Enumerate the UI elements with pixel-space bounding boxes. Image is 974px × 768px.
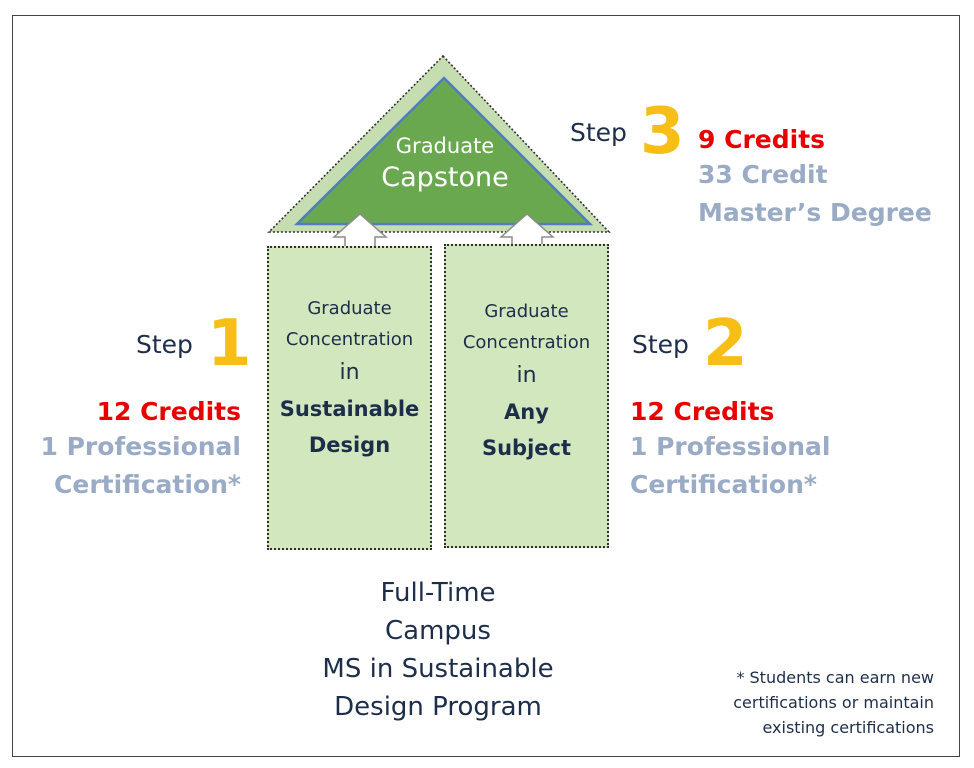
step-1-detail-line-2: Certification* bbox=[54, 470, 241, 499]
step-3-detail-line-2: Master’s Degree bbox=[698, 198, 932, 227]
roof-line-2: Capstone bbox=[381, 162, 509, 193]
roof-label: Graduate Capstone bbox=[355, 132, 535, 196]
step-1-number: 1 bbox=[207, 307, 252, 381]
pillar-2-line-3: in bbox=[516, 363, 537, 388]
pillar-2-line-4: Any bbox=[504, 400, 549, 424]
step-2-credits: 12 Credits bbox=[630, 397, 775, 426]
pillar-1-line-2: Concentration bbox=[285, 329, 414, 350]
program-line-4: Design Program bbox=[334, 692, 542, 722]
footnote: * Students can earn new certifications o… bbox=[733, 665, 934, 740]
pillar-any-subject: Graduate Concentration in Any Subject bbox=[444, 244, 609, 548]
program-line-2: Campus bbox=[385, 616, 491, 646]
footnote-line-3: existing certifications bbox=[762, 718, 934, 737]
step-1-details: 12 Credits 1 Professional Certification* bbox=[40, 396, 241, 504]
step-2-number: 2 bbox=[703, 307, 748, 381]
roof-inner-triangle bbox=[293, 76, 594, 226]
pillar-sustainable-design: Graduate Concentration in Sustainable De… bbox=[267, 246, 432, 550]
step-3-word: Step bbox=[570, 118, 627, 147]
step-2-word: Step bbox=[632, 330, 689, 359]
pillar-1-line-4: Sustainable bbox=[279, 397, 420, 421]
pillar-2-line-5: Subject bbox=[481, 436, 572, 460]
step-2-detail-line-1: 1 Professional bbox=[630, 432, 831, 461]
pillar-1-label: Graduate Concentration in Sustainable De… bbox=[269, 293, 430, 463]
step-1-credits: 12 Credits bbox=[96, 397, 241, 426]
diagram-frame bbox=[12, 15, 960, 757]
program-line-1: Full-Time bbox=[380, 578, 496, 608]
pillar-1-line-5: Design bbox=[308, 433, 391, 457]
pillar-2-line-2: Concentration bbox=[462, 332, 591, 353]
step-2-details: 12 Credits 1 Professional Certification* bbox=[630, 396, 831, 504]
step-3-number: 3 bbox=[640, 95, 685, 169]
footnote-line-1: * Students can earn new bbox=[736, 668, 934, 687]
step-3-details: 9 Credits 33 Credit Master’s Degree bbox=[698, 124, 932, 232]
step-3-detail-line-1: 33 Credit bbox=[698, 160, 828, 189]
step-2-detail-line-2: Certification* bbox=[630, 470, 817, 499]
pillar-1-line-3: in bbox=[339, 360, 360, 385]
roof-line-1: Graduate bbox=[395, 134, 495, 158]
step-3-credits: 9 Credits bbox=[698, 125, 826, 154]
step-1-word: Step bbox=[136, 330, 193, 359]
program-title: Full-Time Campus MS in Sustainable Desig… bbox=[290, 574, 586, 726]
step-1-detail-line-1: 1 Professional bbox=[40, 432, 241, 461]
pillar-2-label: Graduate Concentration in Any Subject bbox=[446, 296, 607, 466]
pillar-1-line-1: Graduate bbox=[307, 298, 392, 319]
footnote-line-2: certifications or maintain bbox=[733, 693, 934, 712]
pillar-2-line-1: Graduate bbox=[484, 301, 569, 322]
program-line-3: MS in Sustainable bbox=[322, 654, 554, 684]
